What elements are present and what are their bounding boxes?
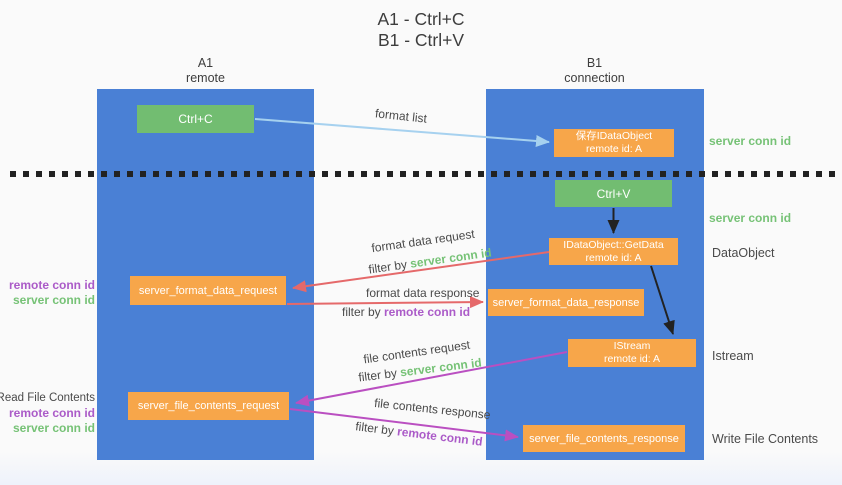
ctrl-c-box: Ctrl+C: [137, 105, 254, 133]
idataobject-getdata-box: IDataObject::GetData remote id: A: [549, 238, 678, 265]
left-column-header: A1 remote: [97, 56, 314, 86]
filter-by-remote-conn-id-label-1: filter by remote conn id: [342, 305, 470, 319]
server-file-contents-request-box: server_file_contents_request: [128, 392, 289, 420]
istream-line1: IStream: [613, 340, 651, 352]
format-data-response-arrow: [286, 296, 484, 309]
server-format-data-response-box: server_format_data_response: [488, 289, 644, 316]
server-format-data-request-box: server_format_data_request: [130, 276, 286, 305]
save-idataobject-line1: 保存IDataObject: [575, 130, 653, 142]
format-list-label: format list: [374, 106, 428, 126]
dataobject-annotation: DataObject: [712, 246, 775, 260]
filter-by-text: filter by: [342, 305, 385, 319]
right-column-header: B1 connection: [486, 56, 703, 86]
file-contents-response-label: file contents response: [373, 395, 492, 423]
write-file-contents-annotation: Write File Contents: [712, 432, 819, 446]
filter-by-text: filter by: [354, 419, 399, 439]
save-idataobject-box: 保存IDataObject remote id: A: [554, 129, 674, 157]
filter-by-text: filter by: [367, 256, 412, 277]
read-file-contents-annotation: Read File Contents: [0, 392, 95, 404]
server-conn-id-annotation-top: server conn id: [709, 134, 792, 148]
istream-line2: remote id: A: [603, 353, 661, 365]
right-column-title: B1: [586, 56, 603, 70]
dotted-separator-line: [10, 171, 836, 177]
ctrl-v-label: Ctrl+V: [596, 186, 631, 201]
right-column-subtitle: connection: [564, 71, 625, 85]
server-file-contents-request-label: server_file_contents_request: [137, 400, 280, 412]
server-conn-id-annotation-mid: server conn id: [709, 211, 792, 225]
server-format-data-request-label: server_format_data_request: [138, 284, 278, 297]
server-file-contents-response-label: server_file_contents_response: [529, 432, 679, 445]
format-data-response-label: format data response: [366, 286, 480, 300]
ctrl-c-label: Ctrl+C: [178, 112, 213, 126]
left-column-subtitle: remote: [186, 71, 225, 85]
getdata-line2: remote id: A: [585, 251, 642, 264]
diagram-title: A1 - Ctrl+C B1 - Ctrl+V: [0, 9, 842, 51]
remote-conn-id-text: remote conn id: [396, 424, 484, 449]
save-idataobject-line2: remote id: A: [585, 143, 643, 155]
server-conn-id-annotation: server conn id: [12, 421, 95, 435]
server-conn-id-annotation: server conn id: [12, 293, 95, 307]
server-format-data-response-label: server_format_data_response: [492, 296, 640, 309]
server-file-contents-response-box: server_file_contents_response: [523, 425, 685, 452]
getdata-line1: IDataObject::GetData: [563, 238, 664, 251]
left-conn-id-pair-top: remote conn id server conn id: [9, 278, 95, 308]
filter-by-remote-conn-id-label-2: filter by remote conn id: [355, 419, 484, 448]
left-column-title: A1: [197, 56, 214, 70]
remote-conn-id-annotation: remote conn id: [8, 406, 95, 420]
istream-box: IStream remote id: A: [568, 339, 696, 367]
istream-annotation: Istream: [712, 349, 754, 363]
title-line-2: B1 - Ctrl+V: [377, 30, 465, 50]
title-line-1: A1 - Ctrl+C: [377, 9, 465, 29]
server-conn-id-text: server conn id: [409, 245, 493, 271]
filter-by-text: filter by: [357, 365, 402, 385]
left-conn-id-pair-bottom: remote conn id server conn id: [9, 406, 95, 436]
remote-conn-id-text: remote conn id: [384, 305, 471, 319]
remote-conn-id-annotation: remote conn id: [8, 278, 95, 292]
ctrl-v-box: Ctrl+V: [555, 180, 672, 207]
